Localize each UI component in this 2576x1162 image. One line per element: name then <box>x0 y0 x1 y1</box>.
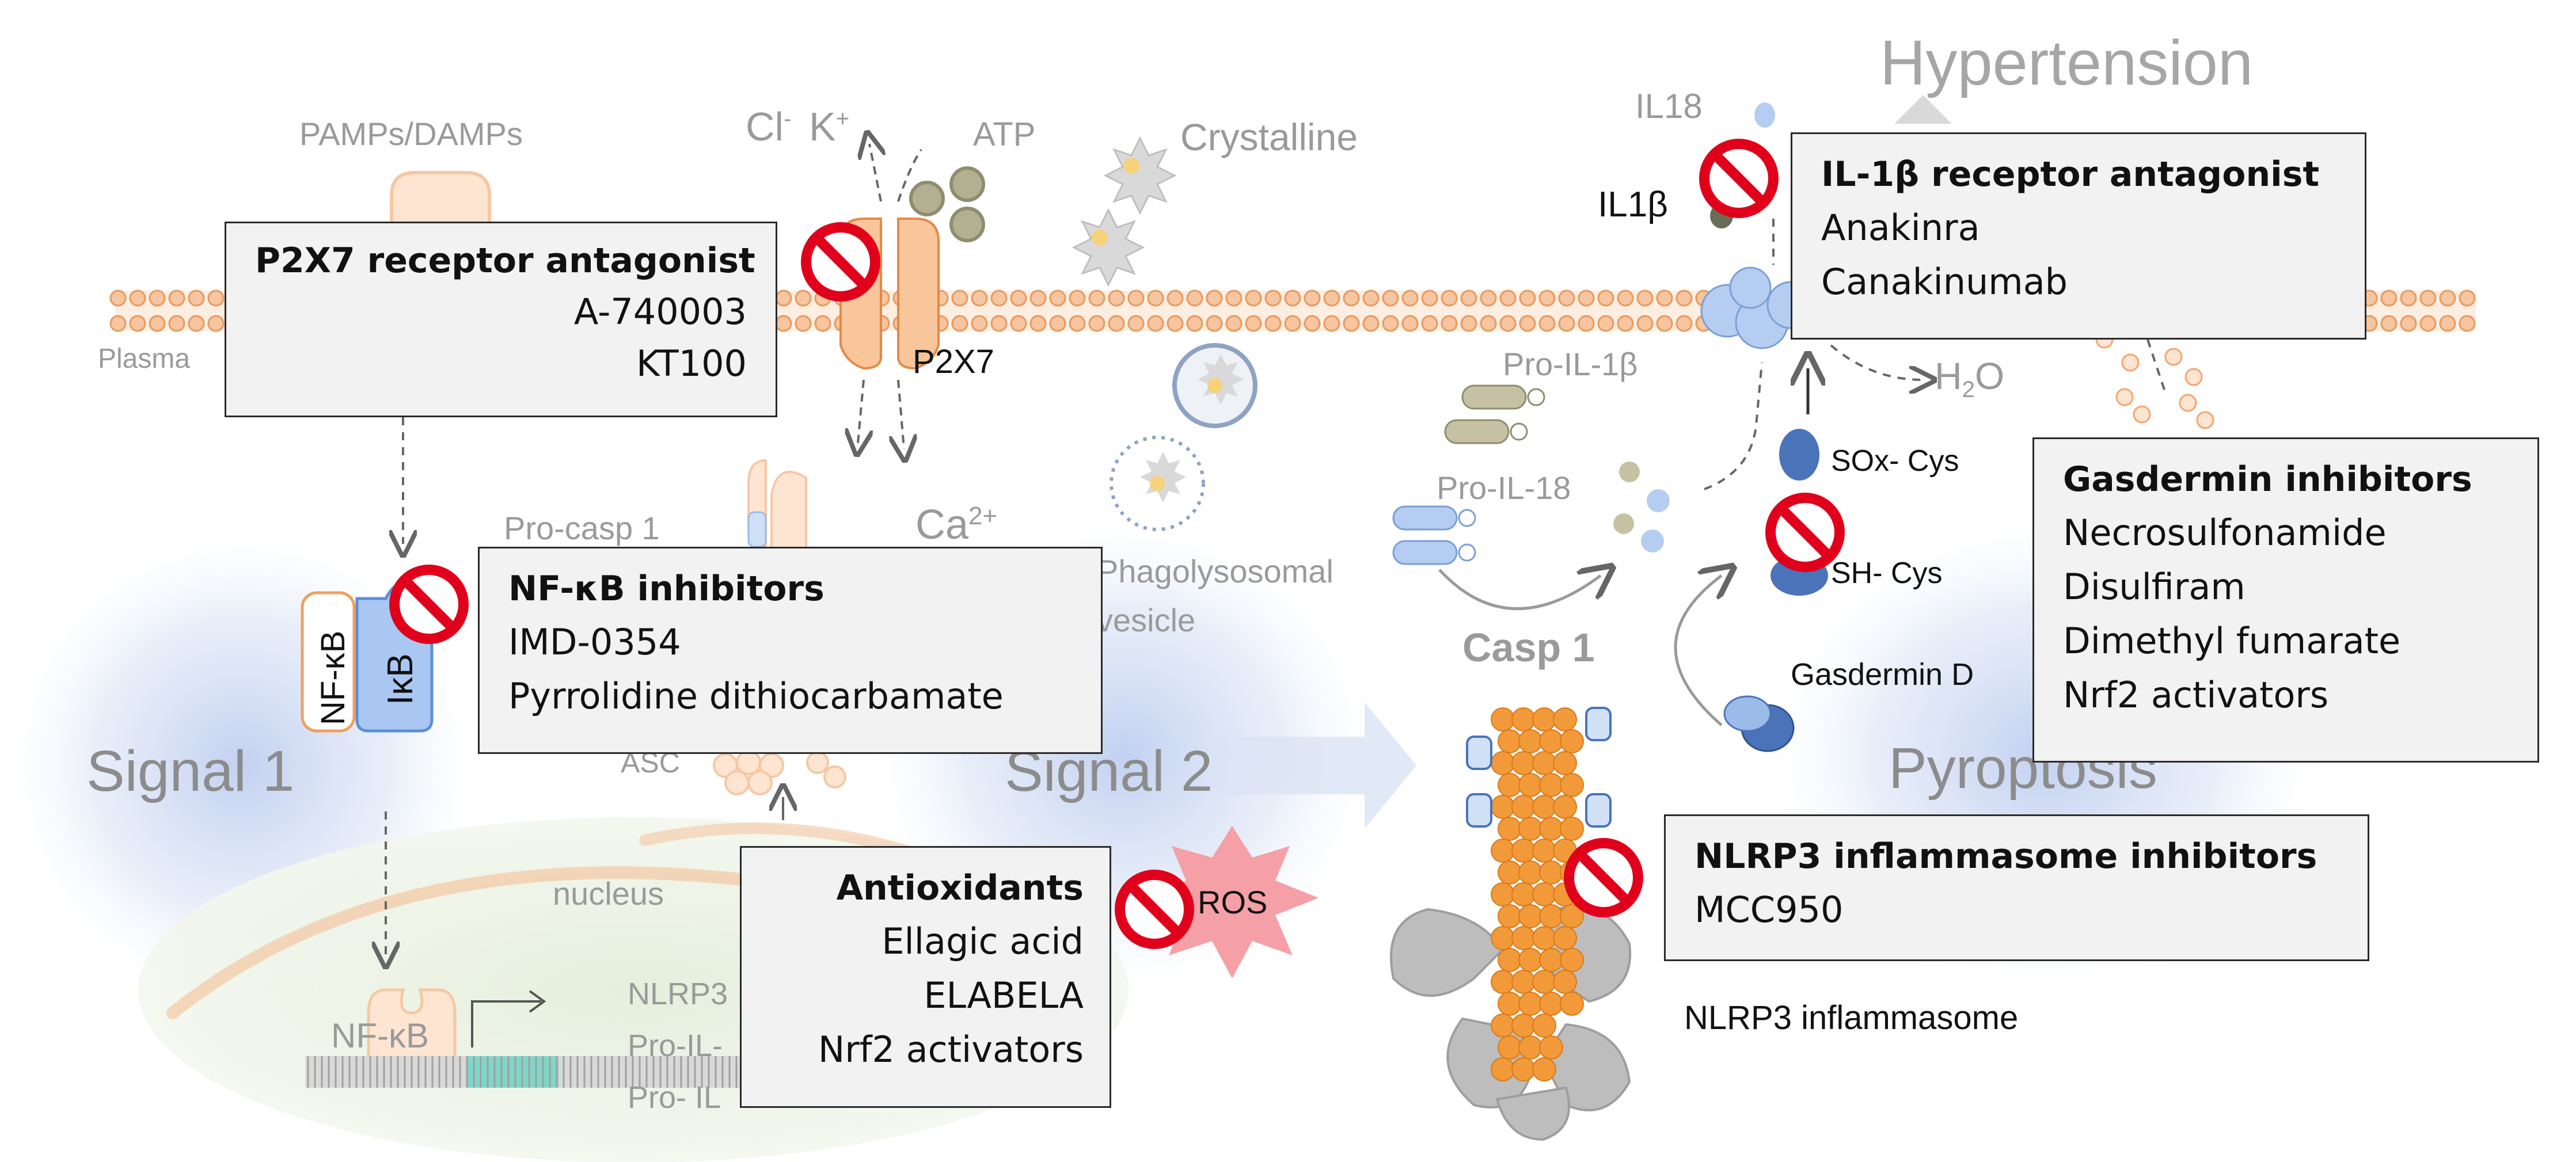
gasdermin-drug-2: Disulfiram <box>2063 566 2246 608</box>
nlrp3-gene-label: NLRP3 <box>628 977 728 1011</box>
pro-il1b-label: Pro-IL-1β <box>1503 346 1638 382</box>
crystalline-label: Crystalline <box>1180 116 1358 158</box>
calcium-label: Ca2+ <box>915 504 997 546</box>
nlrp3-inflammasome-graphic <box>1390 707 1632 1141</box>
atp-label: ATP <box>973 116 1036 153</box>
gasdermin-inhibitors-box: Gasdermin inhibitors Necrosulfonamide Di… <box>2032 437 2539 763</box>
nfkb-inhibitors-title: NF-κB inhibitors <box>508 569 825 609</box>
vesicle-label: vesicle <box>1097 602 1196 638</box>
ros-label: ROS <box>1198 884 1268 920</box>
antioxidant-1: Ellagic acid <box>882 920 1084 962</box>
phagolysosomal-label: Phagolysosomal <box>1097 553 1333 589</box>
pamps-label: PAMPs/DAMPs <box>299 116 523 152</box>
pro-il-gene-label: Pro-IL- <box>628 1028 723 1063</box>
nfkb-drug-1: IMD-0354 <box>508 621 681 663</box>
il18-top-label: IL18 <box>1635 87 1703 125</box>
il1b-antagonist-box: IL-1β receptor antagonist Anakinra Canak… <box>1791 132 2366 340</box>
calcium-charge: 2+ <box>968 502 998 530</box>
il1b-top-label: IL1β <box>1598 185 1668 224</box>
h2o-h: H <box>1935 355 1962 397</box>
h2o-sub: 2 <box>1962 377 1975 403</box>
antioxidants-title: Antioxidants <box>836 868 1084 908</box>
inhibition-sign-icon <box>1115 870 1194 949</box>
hypertension-label: Hypertension <box>1880 28 2254 98</box>
nucleus-label: nucleus <box>553 875 664 912</box>
nlrp3-drug-1: MCC950 <box>1694 889 1844 931</box>
h2o-o: O <box>1974 355 2005 397</box>
nfkb-inhibitors-box: NF-κB inhibitors IMD-0354 Pyrrolidine di… <box>478 547 1103 754</box>
pro-il-gene2-label: Pro- IL <box>628 1080 721 1115</box>
inhibition-sign-icon <box>1765 493 1845 572</box>
pro-casp1-label: Pro-casp 1 <box>504 510 660 546</box>
antioxidant-3: Nrf2 activators <box>818 1028 1084 1070</box>
calcium-text: Ca <box>915 502 969 548</box>
dna-strand <box>305 1056 743 1088</box>
p2x7-antagonist-title: P2X7 receptor antagonist <box>255 241 755 281</box>
antioxidants-box: Antioxidants Ellagic acid ELABELA Nrf2 a… <box>740 846 1111 1108</box>
gasdermin-drug-4: Nrf2 activators <box>2063 674 2329 716</box>
nfkb-complex-label: NF-κB <box>314 630 352 725</box>
il1b-drug-2: Canakinumab <box>1821 261 2068 303</box>
inhibition-sign-icon <box>1564 838 1643 917</box>
gasdermin-inhibitors-title: Gasdermin inhibitors <box>2063 459 2472 500</box>
potassium-label: K+ <box>809 106 849 147</box>
nlrp3-inhibitors-title: NLRP3 inflammasome inhibitors <box>1694 836 2317 877</box>
nlrp3-inhibitors-box: NLRP3 inflammasome inhibitors MCC950 <box>1664 814 2369 961</box>
chloride-text: Cl <box>746 104 784 149</box>
sh-cys-label: SH- Cys <box>1831 557 1943 590</box>
signal1-label: Signal 1 <box>86 739 295 803</box>
ros-star <box>1146 826 1319 978</box>
potassium-text: K <box>809 104 836 149</box>
p2x7-drug-2: KT100 <box>636 342 747 384</box>
nfkb-drug-2: Pyrrolidine dithiocarbamate <box>508 675 1004 717</box>
casp1-label: Casp 1 <box>1462 625 1595 670</box>
crystal <box>1072 136 1177 287</box>
p2x7-antagonist-box: P2X7 receptor antagonist A-740003 KT100 <box>225 222 777 417</box>
plasma-label: Plasma <box>98 344 191 374</box>
pro-il18-label: Pro-IL-18 <box>1437 470 1571 506</box>
ikb-label: IκB <box>381 653 420 705</box>
potassium-charge: + <box>835 106 850 132</box>
p2x7-drug-1: A-740003 <box>573 291 747 333</box>
nfkb-nucleus-label: NF-κB <box>331 1016 429 1055</box>
chloride-label: Cl- <box>746 106 791 147</box>
gasdermin-drug-3: Dimethyl fumarate <box>2063 620 2401 662</box>
sox-cys-label: SOx- Cys <box>1831 444 1959 478</box>
h2o-label: H2O <box>1935 357 2004 401</box>
gasdermin-d-label: Gasdermin D <box>1791 657 1974 692</box>
antioxidant-2: ELABELA <box>924 974 1084 1016</box>
chloride-charge: - <box>784 106 792 132</box>
inhibition-sign-icon <box>389 565 469 644</box>
il1b-drug-1: Anakinra <box>1821 207 1980 249</box>
inhibition-sign-icon <box>801 222 880 302</box>
il1b-antagonist-title: IL-1β receptor antagonist <box>1821 154 2320 195</box>
inhibition-sign-icon <box>1699 139 1779 218</box>
gasdermin-drug-1: Necrosulfonamide <box>2063 512 2387 554</box>
nlrp3-inflammasome-label: NLRP3 inflammasome <box>1684 999 2019 1037</box>
p2x7-label: P2X7 <box>913 343 994 380</box>
